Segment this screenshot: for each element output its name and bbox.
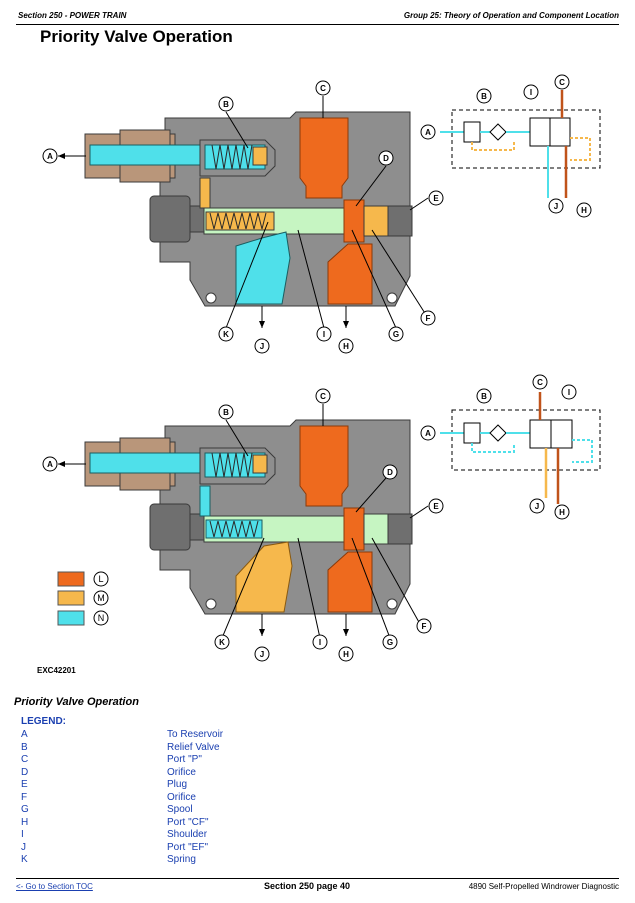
legend-value: Spool	[167, 804, 193, 815]
callout-g: G	[393, 330, 399, 339]
callout-a: A	[47, 152, 53, 161]
legend-row: K Spring	[21, 854, 321, 867]
legend-key: B	[21, 741, 28, 753]
callout-b: B	[481, 92, 487, 101]
callout-b: B	[223, 408, 229, 417]
callout-j: J	[535, 502, 539, 511]
callout-j: J	[260, 650, 264, 659]
legend-key: I	[21, 829, 24, 840]
legend-key: F	[21, 791, 28, 803]
bottom-leaders	[221, 404, 429, 639]
figure-id: EXC42201	[37, 666, 76, 675]
callout-b: B	[223, 100, 229, 109]
callout-d: D	[383, 154, 389, 163]
page-title: Priority Valve Operation	[40, 27, 233, 46]
legend-key: C	[21, 754, 29, 765]
legend-key: K	[21, 854, 28, 865]
figure-caption: Priority Valve Operation	[14, 696, 139, 708]
legend-key: D	[21, 766, 29, 778]
legend-row: E Plug	[21, 779, 321, 792]
callout-i: I	[323, 330, 325, 339]
legend-key: H	[21, 816, 29, 828]
callout-b: B	[481, 392, 487, 401]
callout-f: F	[426, 314, 431, 323]
callout-i: I	[319, 638, 321, 647]
go-to-section-toc-link[interactable]: <- Go to Section TOC	[16, 882, 93, 891]
legend-title: LEGEND:	[21, 716, 66, 727]
legend-value: Port "EF"	[167, 841, 208, 853]
legend-value: Port "P"	[167, 754, 202, 765]
color-key-letter: L	[98, 574, 103, 584]
legend-value: Spring	[167, 854, 196, 865]
callout-h: H	[343, 650, 349, 659]
legend-row: G Spool	[21, 804, 321, 817]
legend-key: J	[21, 841, 26, 853]
callout-h: H	[581, 206, 587, 215]
valve-section-bottom	[58, 419, 413, 636]
legend-row: I Shoulder	[21, 829, 321, 842]
schematic-top	[440, 90, 601, 198]
schematic-bottom	[440, 392, 601, 504]
callout-a: A	[425, 429, 431, 438]
callout-h: H	[343, 342, 349, 351]
page-header: Section 250 - POWER TRAIN Group 25: Theo…	[16, 8, 619, 25]
callout-c: C	[320, 84, 326, 93]
callouts: C B A D E F G I K J H A B I C J H C B A …	[42, 74, 592, 662]
legend-list: A To Reservoir B Relief Valve C Port "P" D O…	[21, 729, 321, 867]
callout-e: E	[433, 502, 439, 511]
legend-key: E	[21, 779, 28, 790]
legend-row: C Port "P"	[21, 754, 321, 767]
callout-h: H	[559, 508, 565, 517]
section-label: Section 250 - POWER TRAIN	[18, 11, 127, 20]
page-footer: <- Go to Section TOC Section 250 page 40…	[16, 878, 619, 893]
legend-row: J Port "EF"	[21, 842, 321, 855]
callout-i: I	[530, 88, 532, 97]
legend-value: Port "CF"	[167, 816, 209, 828]
legend-row: F Orifice	[21, 792, 321, 805]
callout-c: C	[537, 378, 543, 387]
callout-d: D	[387, 468, 393, 477]
legend-value: Plug	[167, 779, 188, 790]
callout-k: K	[223, 330, 229, 339]
group-label: Group 25: Theory of Operation and Compon…	[403, 11, 619, 20]
color-key-letter: N	[98, 613, 105, 623]
callout-c: C	[559, 78, 565, 87]
callout-j: J	[554, 202, 558, 211]
callout-a: A	[47, 460, 53, 469]
legend-value: To Reservoir	[167, 729, 224, 740]
legend-row: H Port "CF"	[21, 817, 321, 830]
page-number: Section 250 page 40	[264, 881, 351, 891]
top-leaders	[225, 96, 429, 329]
color-key: L M N	[57, 571, 109, 626]
valve-section-top	[58, 111, 413, 328]
callout-k: K	[219, 638, 225, 647]
legend-value: Orifice	[167, 791, 196, 803]
legend-value: Relief Valve	[167, 741, 220, 753]
legend-row: A To Reservoir	[21, 729, 321, 742]
callout-i: I	[568, 388, 570, 397]
legend-key: A	[21, 729, 28, 740]
legend-row: B Relief Valve	[21, 742, 321, 755]
callout-e: E	[433, 194, 439, 203]
callout-j: J	[260, 342, 264, 351]
legend-row: D Orifice	[21, 767, 321, 780]
color-key-letter: M	[97, 593, 105, 603]
callout-c: C	[320, 392, 326, 401]
legend-value: Shoulder	[167, 829, 208, 840]
callout-f: F	[422, 622, 427, 631]
callout-g: G	[387, 638, 393, 647]
document-title: 4890 Self-Propelled Windrower Diagnostic	[468, 882, 619, 891]
legend-value: Orifice	[167, 766, 196, 778]
priority-valve-illustration: L M N C B A D E F G I K J H A B I C J H …	[42, 74, 601, 662]
callout-a: A	[425, 128, 431, 137]
legend-key: G	[21, 804, 29, 815]
